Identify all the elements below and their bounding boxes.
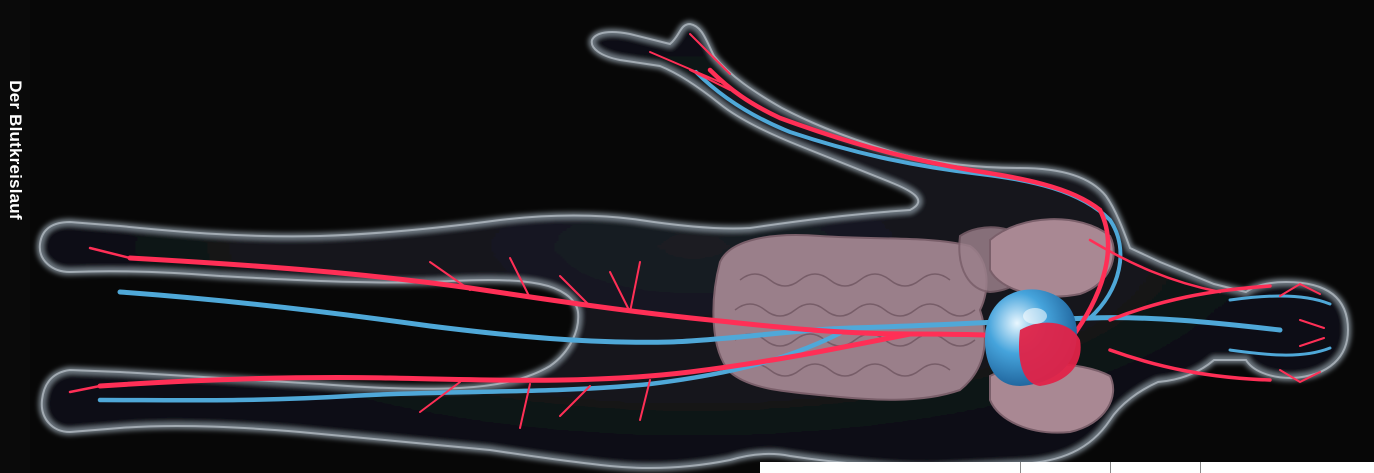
side-strip: Der Blutkreislauf [0,0,30,473]
bottom-tick [1200,462,1201,473]
bottom-tick [1020,462,1021,473]
illustration-panel [30,0,1374,473]
heart [985,289,1081,386]
bottom-tick [1110,462,1111,473]
circulatory-illustration [30,0,1374,473]
bottom-rule [760,462,1374,473]
page-title: Der Blutkreislauf [5,80,25,219]
lungs-upper [990,219,1114,296]
